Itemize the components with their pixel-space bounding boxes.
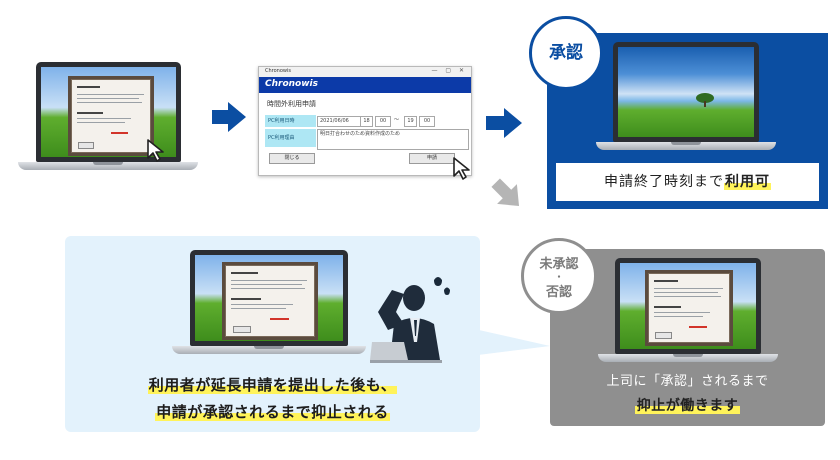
- date-input[interactable]: 2021/06/06: [317, 116, 361, 127]
- dialog-on-screen: [71, 79, 151, 153]
- laptop-rejected: [598, 258, 778, 368]
- approved-badge: 承認: [529, 16, 603, 90]
- rejected-caption: 上司に「承認」されるまで 抑止が働きます: [550, 370, 825, 419]
- label-period: PC利用日時: [265, 115, 316, 127]
- close-button[interactable]: 閉じる: [269, 153, 315, 164]
- arrow-right-icon: [212, 102, 246, 132]
- troubled-user-icon: [370, 277, 450, 363]
- rejected-badge-dot: ・: [554, 273, 564, 283]
- tree-icon: [696, 93, 714, 103]
- blocked-caption: 利用者が延長申請を提出した後も、 申請が承認されるまで抑止される: [65, 372, 480, 426]
- blocked-panel-pointer: [470, 328, 550, 356]
- dialog-on-screen: [648, 273, 730, 343]
- window-controls[interactable]: — ▢ ✕: [431, 67, 467, 74]
- range-separator: 〜: [394, 117, 400, 123]
- cursor-icon: [453, 157, 470, 180]
- label-reason: PC利用理由: [265, 129, 316, 147]
- minute-end-select[interactable]: 00: [419, 116, 435, 127]
- window-title: Chronowis: [265, 68, 291, 74]
- hour-end-select[interactable]: 19: [404, 116, 417, 127]
- window-titlebar: [259, 67, 471, 77]
- form-heading: 時間外利用申請: [267, 100, 316, 108]
- rejected-badge-bottom: 否認: [545, 285, 572, 300]
- cursor-icon: [147, 139, 164, 162]
- apply-button[interactable]: 申請: [409, 153, 455, 164]
- laptop-blocked: [172, 250, 366, 362]
- rejected-caption-line1: 上司に「承認」されるまで: [606, 374, 769, 389]
- approved-caption-box: [556, 163, 819, 201]
- laptop-approved: [596, 42, 776, 160]
- rejected-badge: 未承認 ・ 否認: [521, 238, 597, 314]
- rejected-caption-line2: 抑止が働きます: [634, 398, 741, 414]
- extension-request-window: Chronowis — ▢ ✕ Chronowis 時間外利用申請 PC利用日時…: [258, 66, 472, 176]
- reason-textarea[interactable]: 明日打合わせのため資料作成のため: [317, 129, 469, 150]
- minute-start-select[interactable]: 00: [375, 116, 391, 127]
- dialog-on-screen: [225, 265, 315, 337]
- laptop-user-request: [18, 62, 198, 180]
- hour-start-select[interactable]: 18: [360, 116, 373, 127]
- rejected-badge-top: 未承認: [539, 257, 579, 272]
- arrow-right-icon: [486, 108, 522, 138]
- highlight-available: 利用可: [724, 174, 771, 190]
- blocked-caption-line1: 利用者が延長申請を提出した後も、: [147, 376, 398, 394]
- app-logo: Chronowis: [265, 79, 318, 89]
- app-banner: [259, 77, 471, 93]
- approved-caption: 申請終了時刻まで利用可: [604, 174, 771, 190]
- blocked-caption-line2: 申請が承認されるまで抑止される: [155, 403, 390, 421]
- arrow-down-right-icon: [491, 178, 520, 207]
